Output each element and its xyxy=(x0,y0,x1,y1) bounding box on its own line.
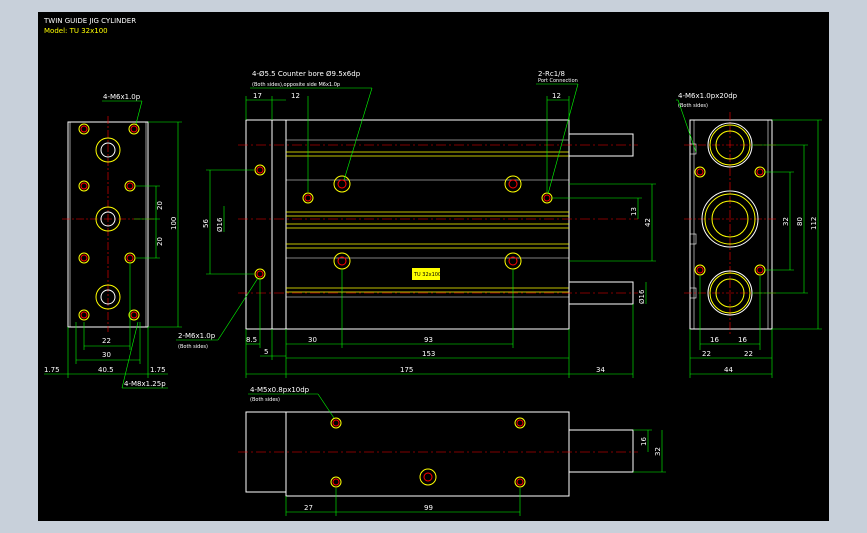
right-end-view: 4-M6x1.0px20dp (Both sides) 32 80 112 16… xyxy=(676,92,822,378)
front-holes-note: (Both sides),opposite side M6x1.0p xyxy=(252,82,340,88)
dim-front-42: 42 xyxy=(644,218,652,227)
dim-front-93: 93 xyxy=(424,336,433,344)
port-hole-mid xyxy=(95,206,121,232)
left-bottom-thread-label: 4-M8x1.25p xyxy=(124,380,166,388)
left-end-view: 4-M6x1.0p 4-M8x1.25p 20 20 100 22 30 1.7… xyxy=(44,93,182,389)
dim-right-80: 80 xyxy=(796,217,804,226)
dim-right-112: 112 xyxy=(810,217,818,230)
cad-viewport[interactable]: TWIN GUIDE JIG CYLINDER Model: TU 32x100… xyxy=(38,12,829,521)
bottom-body xyxy=(285,411,570,497)
port-note: Port Connection xyxy=(538,78,578,84)
bottom-thread-label: 4-M5x0.8px10dp xyxy=(250,386,310,394)
dim-right-22b: 22 xyxy=(744,350,753,358)
dim-left-175a: 1.75 xyxy=(44,366,60,374)
dim-bottom-27: 27 xyxy=(304,504,313,512)
right-thread-label: 4-M6x1.0px20dp xyxy=(678,92,738,100)
dim-front-30: 30 xyxy=(308,336,317,344)
dim-front-phi16b: Ø16 xyxy=(638,289,646,304)
dim-left-30: 30 xyxy=(102,351,111,359)
front-holes-label: 4-Ø5.5 Counter bore Ø9.5x6dp xyxy=(252,70,361,78)
nameplate xyxy=(412,268,440,280)
drawing-title: TWIN GUIDE JIG CYLINDER xyxy=(43,17,136,25)
dim-right-44: 44 xyxy=(724,366,733,374)
dim-front-13: 13 xyxy=(630,207,638,216)
dim-right-22a: 22 xyxy=(702,350,711,358)
dim-front-56: 56 xyxy=(202,219,210,228)
dim-bottom-99: 99 xyxy=(424,504,433,512)
dim-left-100: 100 xyxy=(170,217,178,230)
dim-left-405: 40.5 xyxy=(98,366,114,374)
dim-left-175b: 1.75 xyxy=(150,366,166,374)
dim-right-16a: 16 xyxy=(710,336,719,344)
drawing-model: Model: TU 32x100 xyxy=(44,27,108,35)
dim-right-16b: 16 xyxy=(738,336,747,344)
dim-front-5: 5 xyxy=(264,348,268,356)
dim-front-153: 153 xyxy=(422,350,435,358)
dim-front-34: 34 xyxy=(596,366,605,374)
side-thread-note: (Both sides) xyxy=(178,344,208,350)
side-thread-label: 2-M6x1.0p xyxy=(178,332,216,340)
front-end-plate xyxy=(245,119,273,330)
drawing-canvas: TWIN GUIDE JIG CYLINDER Model: TU 32x100… xyxy=(43,17,822,516)
front-view: TU 32x100 4-Ø5.5 Counter bore Ø9.5x6dp (… xyxy=(176,70,656,378)
dim-front-85: 8.5 xyxy=(246,336,257,344)
dim-left-20b: 20 xyxy=(156,237,164,246)
dim-front-175: 175 xyxy=(400,366,413,374)
dim-left-22: 22 xyxy=(102,337,111,345)
dim-right-32: 32 xyxy=(782,217,790,226)
bottom-thread-note: (Both sides) xyxy=(250,397,280,403)
port-label: 2-Rc1/8 xyxy=(538,70,565,78)
dim-left-20a: 20 xyxy=(156,201,164,210)
port-hole-bottom xyxy=(95,284,121,310)
dim-front-17: 17 xyxy=(253,92,262,100)
dim-front-phi16: Ø16 xyxy=(216,217,224,232)
nameplate-text: TU 32x100 xyxy=(413,272,441,278)
dim-front-12b: 12 xyxy=(552,92,561,100)
left-top-thread-label: 4-M6x1.0p xyxy=(103,93,141,101)
front-body xyxy=(285,119,570,330)
port-hole-top xyxy=(95,137,121,163)
dim-bottom-32: 32 xyxy=(654,447,662,456)
right-view-outline xyxy=(689,119,773,330)
dim-bottom-16: 16 xyxy=(640,437,648,446)
bottom-view: 4-M5x0.8px10dp (Both sides) 16 32 27 99 xyxy=(238,386,666,516)
right-thread-note: (Both sides) xyxy=(678,103,708,109)
dim-front-12a: 12 xyxy=(291,92,300,100)
